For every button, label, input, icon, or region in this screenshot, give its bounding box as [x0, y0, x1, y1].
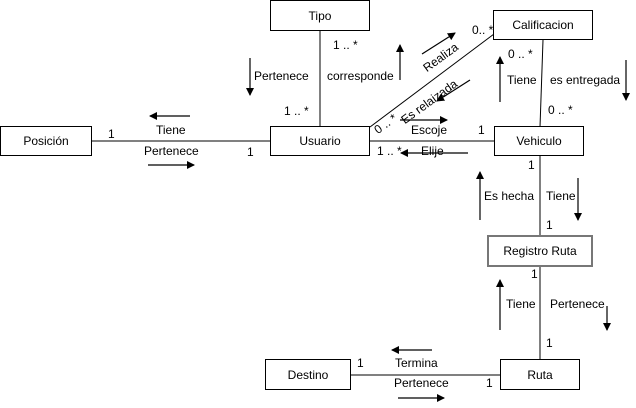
entity-calificacion[interactable]: Calificacion	[493, 10, 593, 40]
label-tiene: Tiene	[156, 123, 186, 137]
mult-usuario-vehiculo: 1 .. *	[377, 144, 402, 158]
mult-tipo: 1 .. *	[333, 38, 358, 52]
entity-tipo[interactable]: Tipo	[270, 0, 370, 31]
arrow-realiza	[421, 32, 456, 55]
entity-registro-ruta[interactable]: Registro Ruta	[487, 235, 593, 267]
entity-usuario[interactable]: Usuario	[270, 126, 370, 156]
label-tiene-calificacion: Tiene	[507, 73, 537, 87]
line-usuario-calificacion	[369, 30, 499, 128]
label-termina: Termina	[395, 356, 438, 370]
mult-ruta-destino: 1	[486, 376, 493, 390]
label-pertenece-ruta: Pertenece	[550, 297, 605, 311]
label-corresponde: corresponde	[327, 69, 394, 83]
label-pertenece: Pertenece	[254, 69, 309, 83]
mult-vehiculo-calificacion: 0 .. *	[548, 103, 573, 117]
mult-posicion: 1	[108, 127, 115, 141]
label-es-hecha: Es hecha	[484, 189, 535, 203]
entity-posicion[interactable]: Posición	[0, 126, 92, 156]
label-pertenece-posicion: Pertenece	[144, 144, 199, 158]
label-tiene-ruta: Tiene	[506, 297, 536, 311]
entity-vehiculo[interactable]: Vehiculo	[494, 126, 584, 156]
mult-ruta-registro: 1	[546, 336, 553, 350]
mult-registro-ruta: 1	[531, 267, 538, 281]
label-elije: Elije	[421, 144, 444, 158]
mult-calificacion-vehiculo: 0 .. *	[508, 47, 533, 61]
label-pertenece-destino: Pertenece	[394, 376, 449, 390]
label-escoje: Escoje	[411, 123, 448, 137]
entity-destino[interactable]: Destino	[265, 359, 351, 390]
mult-destino: 1	[357, 356, 364, 370]
mult-vehiculo-registro: 1	[528, 158, 535, 172]
line-calificacion-vehiculo	[539, 39, 544, 128]
entity-ruta[interactable]: Ruta	[500, 359, 580, 390]
mult-vehiculo-usuario: 1	[478, 123, 485, 137]
mult-usuario-tipo: 1 .. *	[284, 104, 309, 118]
mult-calificacion-usuario: 0.. *	[472, 23, 494, 37]
label-tiene-registro: Tiene	[546, 189, 576, 203]
mult-registro-vehiculo: 1	[546, 218, 553, 232]
mult-usuario-posicion: 1	[247, 145, 254, 159]
label-es-entregada: es entregada	[550, 73, 621, 87]
arrow-es-relaizada	[436, 79, 471, 102]
